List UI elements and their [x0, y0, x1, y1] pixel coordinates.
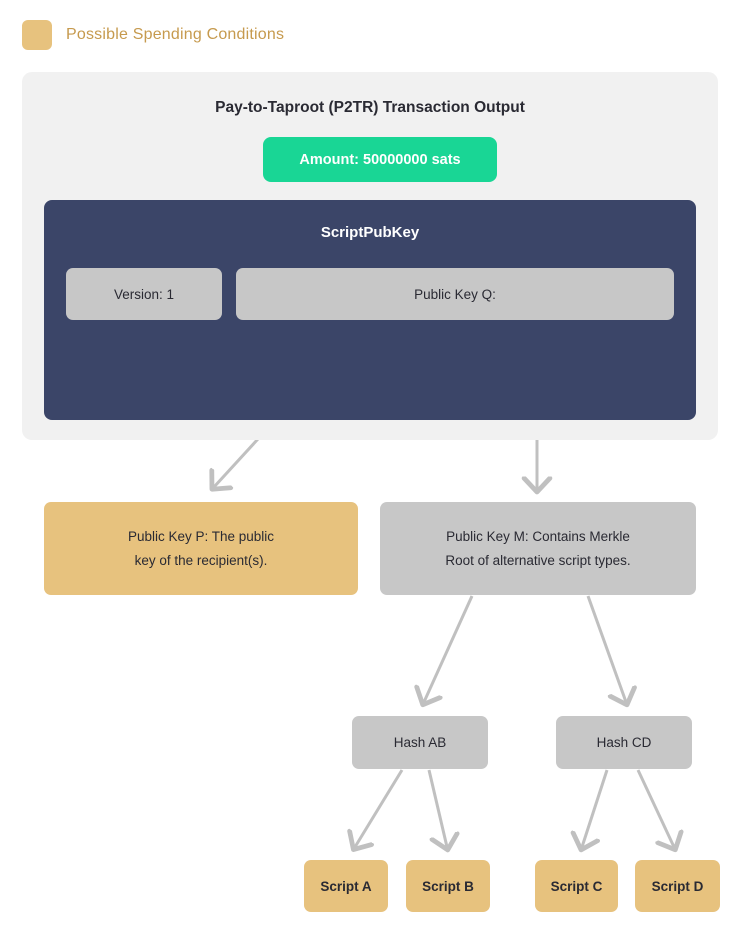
node-script-a[interactable]: Script A — [304, 860, 388, 912]
amount-badge: Amount: 50000000 sats — [263, 137, 497, 182]
field-public-key-q[interactable]: Public Key Q: — [236, 268, 674, 320]
node-script-b[interactable]: Script B — [406, 860, 490, 912]
edge-hashcd-to-script-d — [636, 769, 674, 847]
scriptpubkey-fields: Version: 1 Public Key Q: — [66, 268, 674, 320]
node-public-key-m[interactable]: Public Key M: Contains Merkle Root of al… — [380, 502, 696, 595]
legend-swatch-icon — [22, 20, 52, 50]
legend: Possible Spending Conditions — [22, 20, 284, 50]
node-hash-ab[interactable]: Hash AB — [352, 716, 488, 769]
node-public-key-p-label: Public Key P: The public key of the reci… — [127, 528, 275, 568]
scriptpubkey-title: ScriptPubKey — [320, 224, 420, 241]
edge-hashab-to-script-b — [427, 769, 447, 847]
page-title: Pay-to-Taproot (P2TR) Transaction Output — [215, 99, 525, 116]
node-public-key-m-label: Public Key M: Contains Merkle Root of al… — [445, 528, 631, 568]
field-version[interactable]: Version: 1 — [66, 268, 222, 320]
node-hash-cd[interactable]: Hash CD — [556, 716, 692, 769]
edge-hashcd-to-script-c — [582, 769, 609, 847]
edge-m-to-hash-ab — [424, 595, 474, 702]
node-public-key-p[interactable]: Public Key P: The public key of the reci… — [44, 502, 358, 595]
node-script-d[interactable]: Script D — [635, 860, 720, 912]
edge-m-to-hash-cd — [586, 595, 626, 702]
scriptpubkey-panel: ScriptPubKey Version: 1 Public Key Q: — [44, 200, 696, 420]
legend-label: Possible Spending Conditions — [66, 26, 285, 43]
node-script-c[interactable]: Script C — [535, 860, 618, 912]
edge-hashab-to-script-a — [355, 769, 404, 847]
transaction-output-card: Pay-to-Taproot (P2TR) Transaction Output… — [22, 72, 718, 440]
